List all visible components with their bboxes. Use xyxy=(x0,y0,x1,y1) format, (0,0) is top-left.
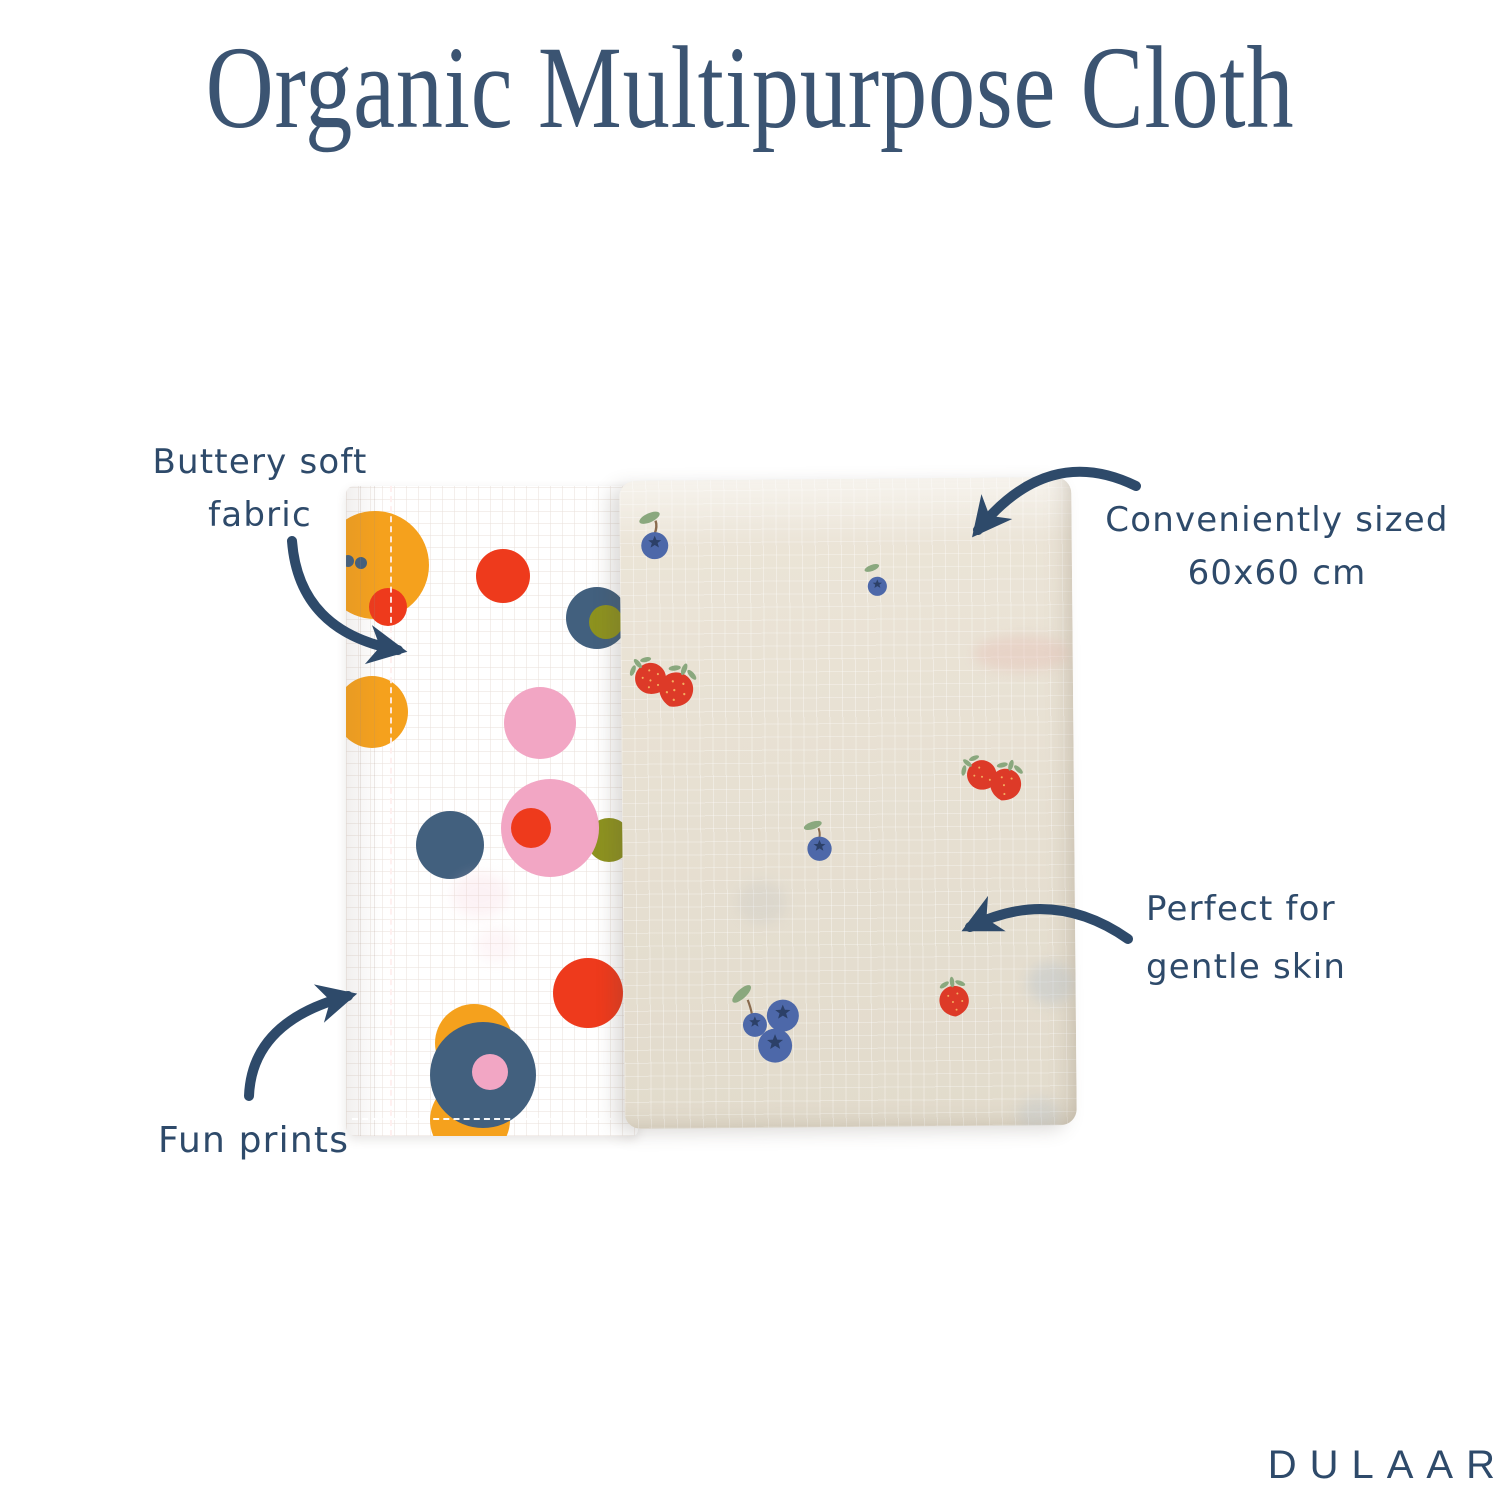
fold-crease xyxy=(374,486,375,1136)
dot xyxy=(511,808,551,848)
hem-stitch-line xyxy=(352,1118,632,1120)
strawberry-icon xyxy=(939,976,969,1017)
annotation-line: 60x60 cm xyxy=(1187,553,1367,593)
dot xyxy=(589,605,623,639)
dot xyxy=(472,1054,508,1090)
dot xyxy=(355,557,367,569)
cloth-dots xyxy=(346,486,638,1136)
annotation-line: Conveniently sized xyxy=(1105,500,1449,540)
strawberry-icon xyxy=(659,663,697,707)
fold-shading xyxy=(346,486,396,1136)
dot xyxy=(553,958,623,1028)
blueberry-cluster-icon xyxy=(732,985,799,1063)
fold-crease xyxy=(360,486,361,1136)
brand-logo: DULAAR xyxy=(1267,1443,1500,1487)
arrow-fun-prints xyxy=(244,984,358,1101)
dot xyxy=(416,811,484,879)
annotation-line: fabric xyxy=(208,495,312,535)
blueberry-icon xyxy=(639,511,669,560)
annotation-buttery-soft: Buttery soft fabric xyxy=(95,436,425,542)
dot xyxy=(504,687,576,759)
dot xyxy=(369,588,407,626)
show-through-spot xyxy=(476,928,516,962)
annotation-line: gentle skin xyxy=(1146,947,1347,987)
arrow-gentle-skin xyxy=(961,895,1133,944)
blueberry-icon xyxy=(864,564,887,596)
strawberry-icon xyxy=(961,755,997,790)
cloth-berries xyxy=(619,477,1077,1129)
strawberry-icon xyxy=(990,759,1023,801)
dot xyxy=(346,676,408,748)
annotation-gentle-skin: Perfect for gentle skin xyxy=(1146,880,1426,996)
annotation-conveniently-sized: Conveniently sized 60x60 cm xyxy=(1087,494,1467,600)
strawberry-icon xyxy=(629,657,667,694)
stitch-line xyxy=(390,486,392,1136)
annotation-line: Perfect for xyxy=(1146,889,1336,929)
dot xyxy=(346,555,354,567)
arrow-buttery-soft xyxy=(287,536,408,665)
page-title: Organic Multipurpose Cloth xyxy=(205,22,1295,153)
dot xyxy=(476,549,530,603)
show-through-spot xyxy=(452,872,508,918)
annotation-line: Fun prints xyxy=(158,1120,350,1161)
annotation-fun-prints: Fun prints xyxy=(158,1114,418,1167)
annotation-line: Buttery soft xyxy=(152,442,368,482)
blueberry-icon xyxy=(803,820,832,861)
arrow-conveniently-sized xyxy=(972,466,1141,538)
